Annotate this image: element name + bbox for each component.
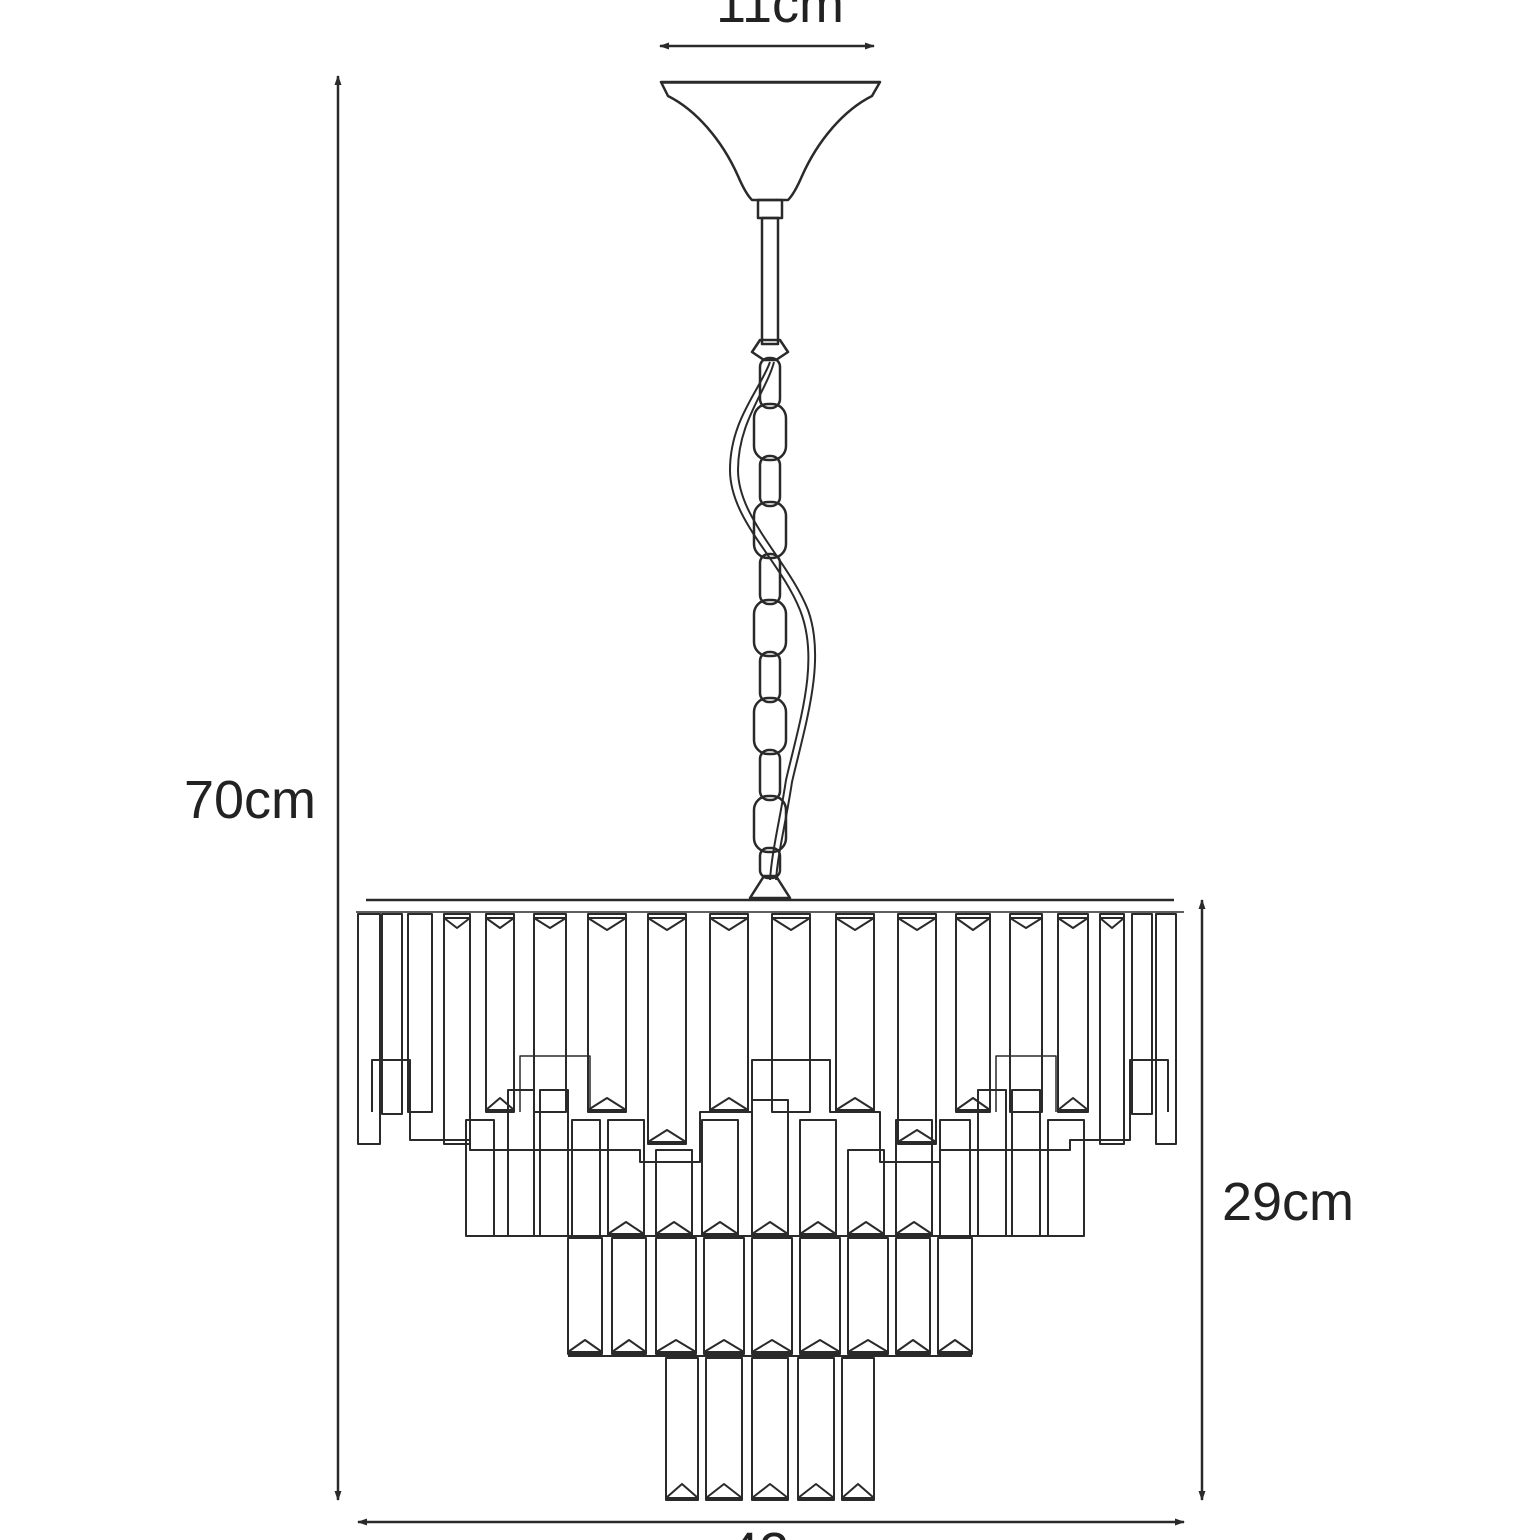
label-total-height: 70cm bbox=[184, 770, 316, 830]
dimension-canopy-width: 11cm bbox=[659, 0, 875, 50]
crystal-tier-3 bbox=[567, 1237, 973, 1355]
dimension-diameter: 42cm bbox=[357, 1518, 1185, 1540]
suspension-chain bbox=[752, 356, 788, 880]
dimension-total-height: 70cm bbox=[184, 75, 342, 1501]
ceiling-canopy bbox=[659, 80, 882, 202]
crystal-tier-4 bbox=[665, 1357, 875, 1501]
chandelier-drawing bbox=[356, 80, 1184, 1501]
power-cable bbox=[729, 361, 810, 881]
label-diameter: 42cm bbox=[729, 1522, 861, 1540]
crystal-tier-1 bbox=[357, 913, 1177, 1145]
suspension-rod bbox=[750, 198, 790, 362]
tier-1-frame bbox=[371, 1059, 1169, 1163]
label-body-height: 29cm bbox=[1222, 1172, 1354, 1232]
label-canopy-width: 11cm bbox=[716, 0, 844, 34]
dimension-body-height: 29cm bbox=[1198, 899, 1354, 1501]
